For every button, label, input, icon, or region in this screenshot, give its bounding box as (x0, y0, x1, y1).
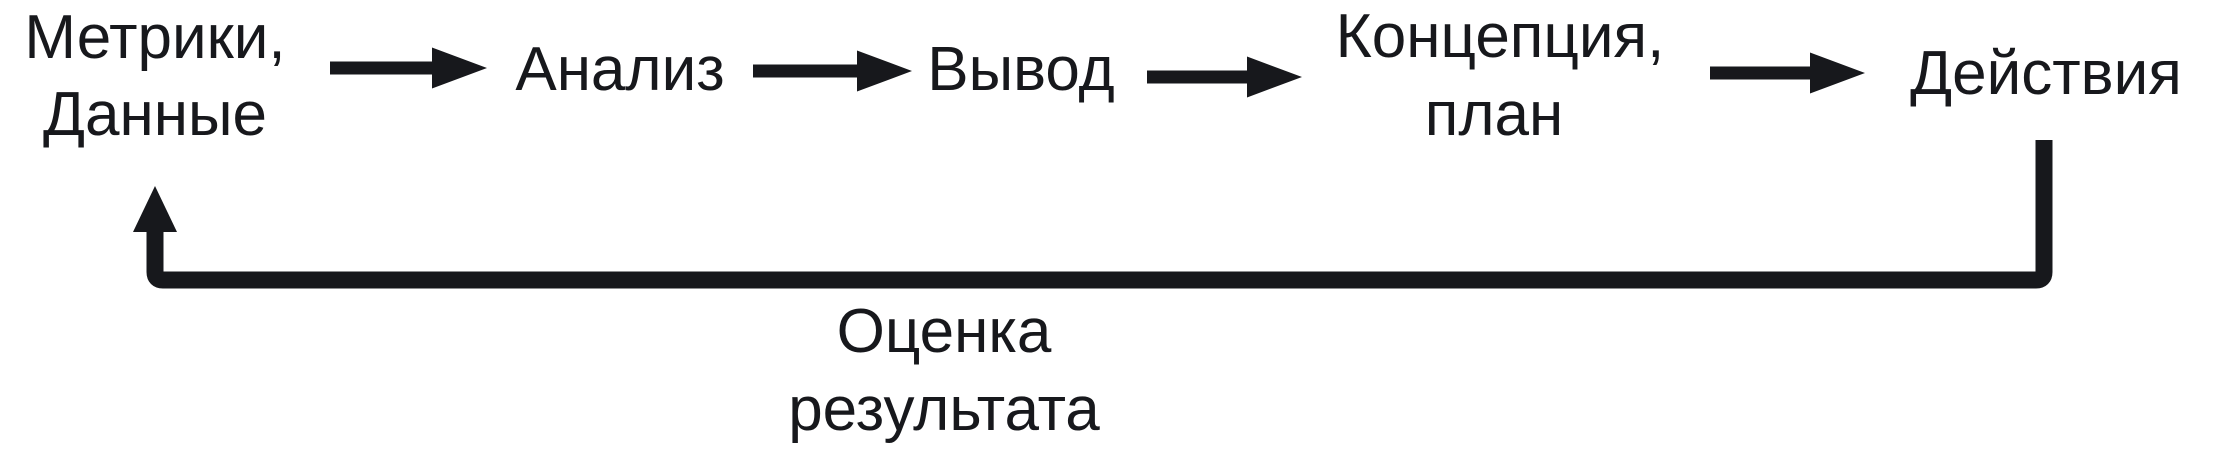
feedback-loop-line (146, 140, 2053, 289)
arrow-right-icon-1 (330, 47, 487, 89)
node-concept-line1: Концепция, (1336, 2, 1665, 71)
node-metrics-line2: Данные (43, 80, 267, 149)
arrow-up-icon (133, 186, 177, 232)
node-actions-label: Действия (1910, 39, 2182, 108)
feedback-label-line2: результата (788, 375, 1100, 444)
node-analysis-label: Анализ (515, 35, 724, 104)
node-concept-line2: план (1425, 80, 1563, 149)
node-metrics-line1: Метрики, (24, 3, 285, 72)
node-conclusion-label: Вывод (927, 35, 1114, 104)
arrow-right-icon-4 (1710, 52, 1865, 94)
feedback-label-line1: Оценка (837, 297, 1052, 366)
arrow-right-icon-3 (1147, 56, 1302, 98)
arrow-right-icon-2 (753, 50, 912, 92)
